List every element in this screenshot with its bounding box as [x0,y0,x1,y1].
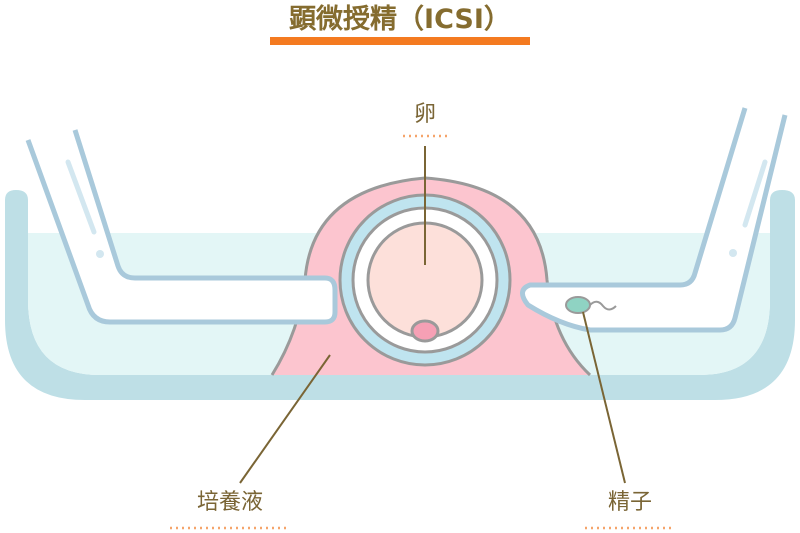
medium-leader-line [239,354,331,484]
culture-medium-label: 培養液 [197,490,263,515]
title-underline [270,37,530,45]
petri-dish [5,190,795,400]
polar-body [410,319,440,343]
holding-pipette [25,129,338,325]
injection-pipette [520,107,788,333]
sperm-icon [565,296,617,314]
sperm-leader-line [582,311,626,484]
sperm-label: 精子 [608,490,652,515]
diagram-title: 顕微授精（ICSI） [289,4,511,35]
egg-label: 卵 [414,102,436,127]
